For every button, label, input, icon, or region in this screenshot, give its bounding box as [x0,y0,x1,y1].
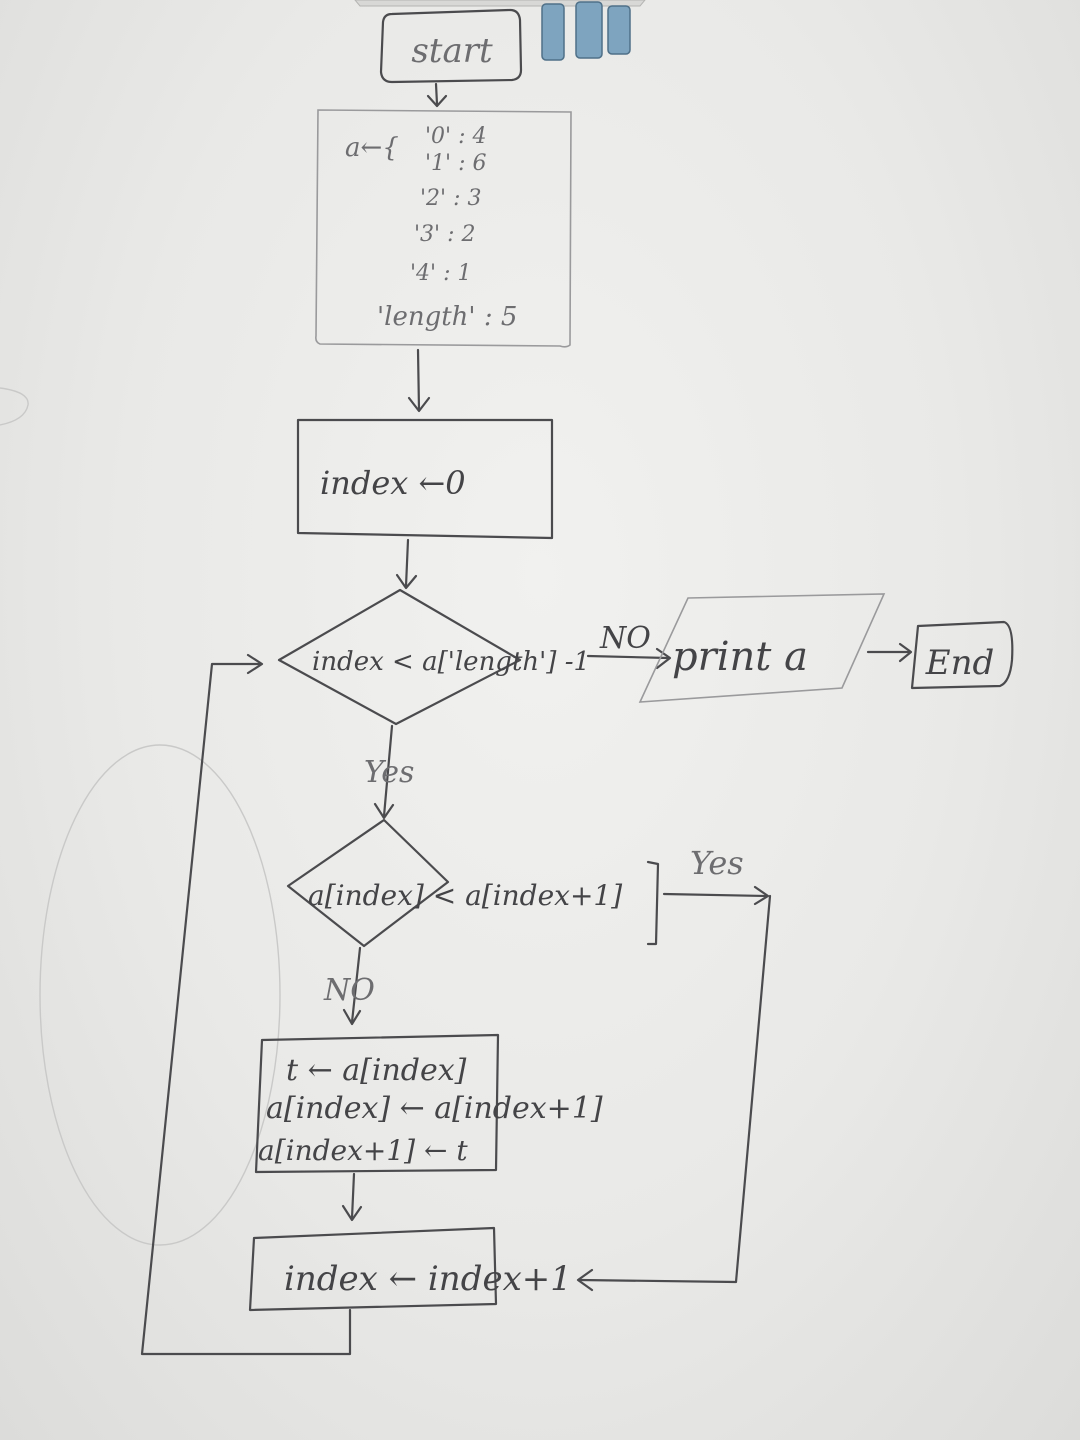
init-entry-3: '3' : 2 [414,222,476,247]
increment-label: index ← index+1 [284,1259,572,1299]
loop-decision: index < a['length'] -1 [277,588,590,726]
erased-pencil-marks [0,387,281,1246]
arrow-swap-to-increment [341,1172,363,1222]
loop-yes-label: Yes [364,755,414,790]
start-label: start [411,31,493,71]
binder-clip [354,0,646,61]
swap-line-1: a[index] ← a[index+1] [266,1091,603,1126]
compare-yes-label: Yes [690,844,744,882]
init-entry-5: 'length' : 5 [377,302,517,332]
compare-condition-label: a[index] < a[index+1] [308,879,622,912]
init-prefix: a←{ [345,133,399,163]
compare-no-branch: NO [323,946,375,1026]
swap-process: t ← a[index] a[index] ← a[index+1] a[ind… [254,1033,603,1174]
swap-line-2: a[index+1] ← t [258,1134,468,1167]
index-init-process: index ←0 [296,418,554,540]
loop-no-branch: NO [586,621,672,670]
loop-no-label: NO [599,621,651,656]
init-array-process: a←{ '0' : 4 '1' : 6 '2' : 3 '3' : 2 '4' … [315,109,572,348]
arrow-print-to-end [866,642,913,663]
print-output: print a [638,593,886,703]
increment-process: index ← index+1 [248,1226,572,1312]
init-entry-0: '0' : 4 [425,124,487,149]
loop-condition-label: index < a['length'] -1 [312,647,590,677]
arrow-start-to-init [426,82,448,108]
init-entry-1: '1' : 6 [425,151,487,176]
index-init-label: index ←0 [320,464,466,502]
start-terminator: start [379,8,523,84]
loop-back-arrow [140,653,352,1356]
init-entry-4: '4' : 1 [410,261,472,286]
compare-decision: a[index] < a[index+1] [286,818,660,948]
init-entry-2: '2' : 3 [420,186,482,211]
loop-yes-branch: Yes [364,724,414,820]
end-terminator: End [910,620,1014,690]
arrow-index-to-loop [395,538,418,590]
compare-yes-branch: Yes [576,844,772,1292]
end-label: End [925,643,994,683]
arrow-init-to-index [407,348,431,413]
compare-no-label: NO [323,973,375,1008]
swap-line-0: t ← a[index] [286,1053,467,1088]
print-label: print a [672,634,808,680]
